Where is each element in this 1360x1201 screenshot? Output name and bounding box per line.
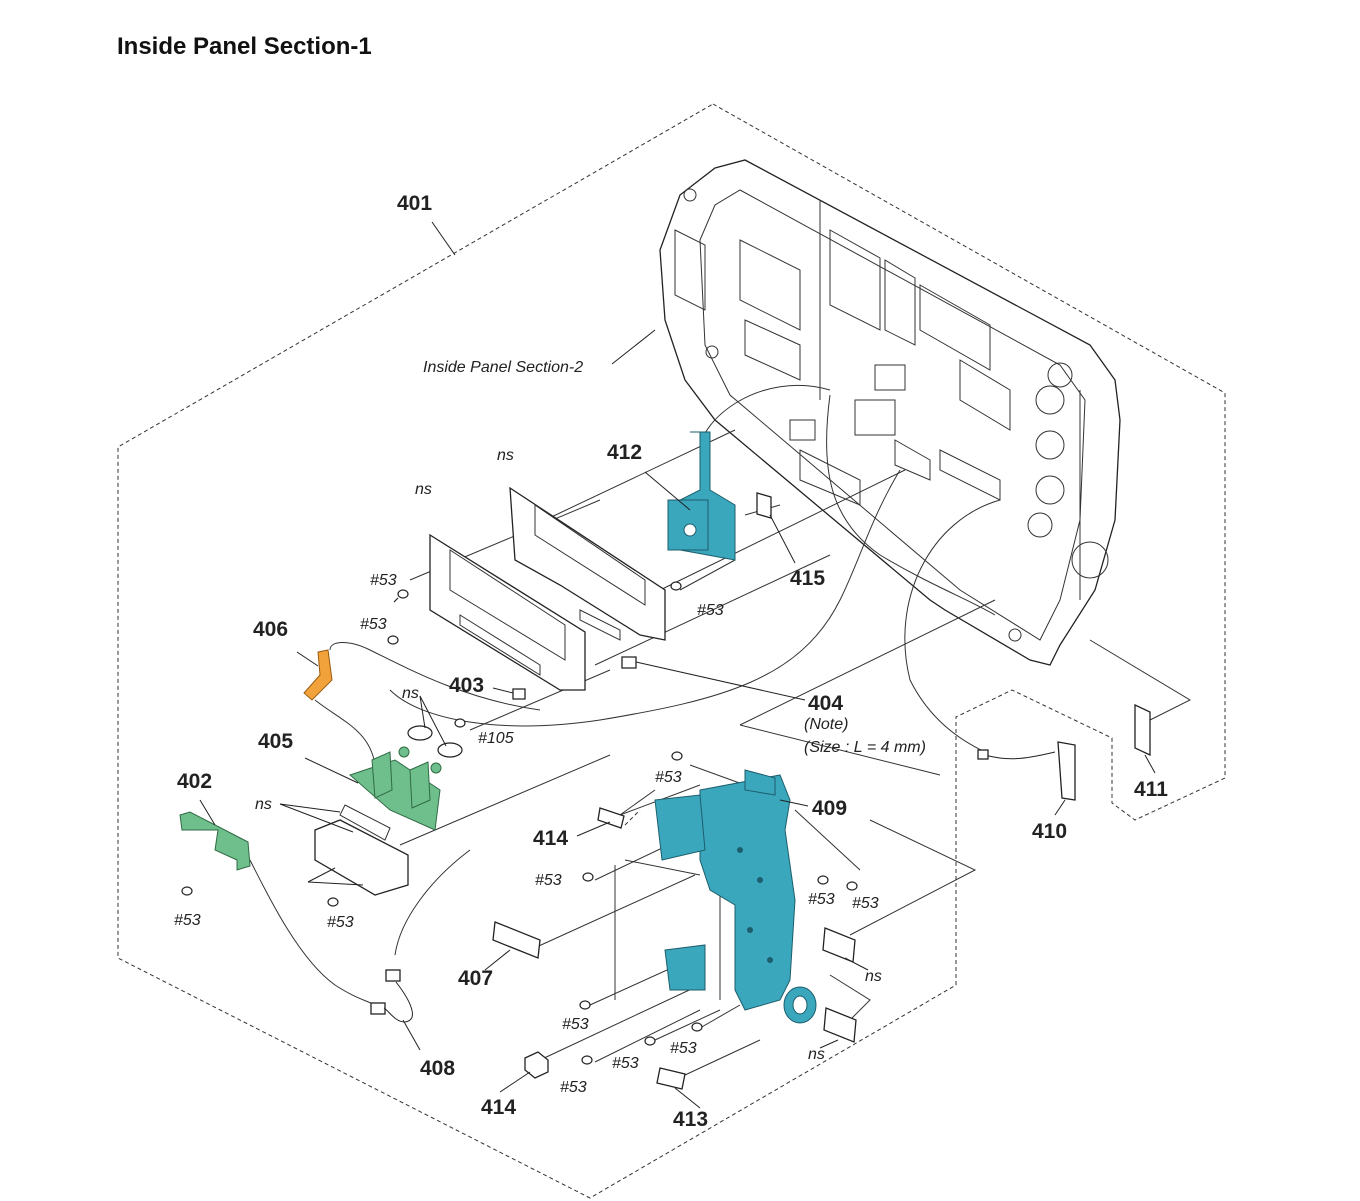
label-405: 405 [258, 730, 293, 753]
part-414-cube [524, 1051, 549, 1079]
washer-ns-2 [437, 742, 463, 758]
part-414-pad-upper [597, 807, 625, 829]
label-screw: #53 [562, 1016, 589, 1033]
label-screw: #53 [327, 914, 354, 931]
screw-icon [181, 581, 858, 1065]
label-ns: ns [402, 685, 419, 702]
label-screw: #53 [174, 912, 201, 929]
plate-ns-rear [509, 486, 666, 641]
label-screw: #53 [852, 895, 879, 912]
part-415-pad [756, 492, 772, 519]
plate-ns-front [429, 533, 586, 691]
label-406: 406 [253, 618, 288, 641]
label-415: 415 [790, 567, 825, 590]
label-screw: #53 [612, 1055, 639, 1072]
label-ns: ns [865, 968, 882, 985]
label-ns: ns [415, 481, 432, 498]
part-411-pad [1134, 703, 1151, 757]
label-414-upper: 414 [533, 827, 568, 850]
part-405-board [349, 746, 442, 831]
label-407: 407 [458, 967, 493, 990]
label-ns: ns [255, 796, 272, 813]
label-screw: #53 [655, 769, 682, 786]
label-screw: #53 [670, 1040, 697, 1057]
part-410-cable [977, 741, 1076, 801]
bracket-assembly-boundary [624, 809, 641, 826]
label-413: 413 [673, 1108, 708, 1131]
label-screw: #53 [697, 602, 724, 619]
part-406-strip [303, 649, 333, 701]
label-note-size: (Size : L = 4 mm) [804, 739, 926, 756]
label-410: 410 [1032, 820, 1067, 843]
label-403: 403 [449, 674, 484, 697]
label-screw: #53 [560, 1079, 587, 1096]
washer-ns-1 [407, 725, 433, 741]
label-screw: #53 [370, 572, 397, 589]
inside-panel-housing [659, 159, 1121, 666]
part-402-board [179, 811, 251, 871]
part-413-pad [656, 1067, 686, 1090]
part-407-pad [492, 921, 541, 959]
label-inside-panel-section-2: Inside Panel Section-2 [423, 359, 583, 376]
label-screw: #53 [535, 872, 562, 889]
label-408: 408 [420, 1057, 455, 1080]
label-screw: #53 [808, 891, 835, 908]
pad-ns-1 [822, 927, 856, 963]
label-409: 409 [812, 797, 847, 820]
pad-ns-2 [823, 1007, 857, 1043]
label-ns: ns [497, 447, 514, 464]
label-screw-105: #105 [478, 730, 514, 747]
label-412: 412 [607, 441, 642, 464]
assembly-boundary [117, 103, 1226, 1199]
part-412-bracket [667, 431, 736, 561]
label-401: 401 [397, 192, 432, 215]
label-screw: #53 [360, 616, 387, 633]
label-404: 404 [808, 692, 843, 715]
label-402: 402 [177, 770, 212, 793]
page-title: Inside Panel Section-1 [117, 33, 372, 60]
part-409-frame [654, 769, 817, 1024]
label-414-lower: 414 [481, 1096, 516, 1119]
label-411: 411 [1134, 778, 1168, 801]
part-404-block [621, 656, 637, 669]
part-408-cable [370, 969, 413, 1023]
part-405-bracket [314, 819, 409, 896]
part-403-block [512, 688, 526, 700]
label-ns: ns [808, 1046, 825, 1063]
label-note: (Note) [804, 716, 848, 733]
